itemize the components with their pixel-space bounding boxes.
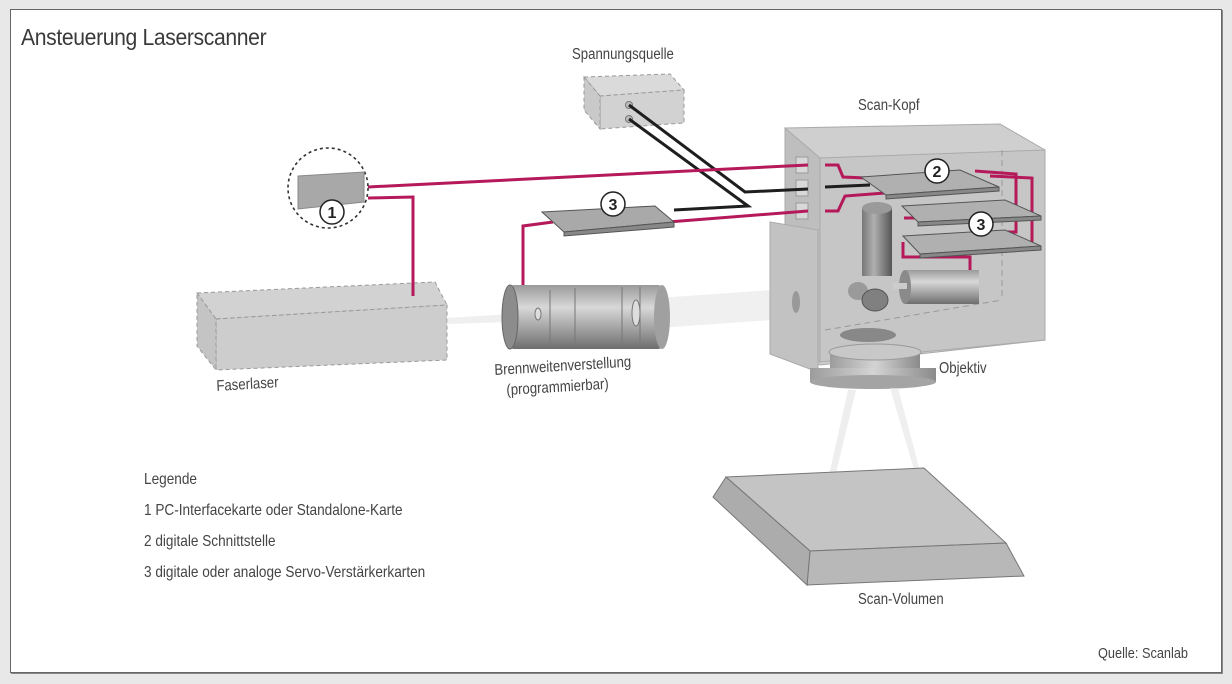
scan-head-cards	[859, 169, 1042, 259]
badge-servo-card-external: 3	[600, 191, 626, 217]
legend-heading: Legende	[144, 471, 197, 488]
label-fiber-laser: Faserlaser	[216, 374, 279, 395]
objective-lens	[810, 343, 936, 389]
legend-item: 1 PC-Interfacekarte oder Standalone-Kart…	[144, 502, 403, 519]
label-power-supply: Spannungsquelle	[572, 46, 674, 63]
pc-interface-card	[287, 147, 369, 229]
laser-beam	[447, 288, 800, 330]
legend-item: 2 digitale Schnittstelle	[144, 533, 276, 550]
page-title: Ansteuerung Laserscanner	[21, 24, 267, 50]
svg-text:3: 3	[609, 197, 618, 214]
source-credit: Quelle: Scanlab	[1098, 645, 1189, 662]
label-scan-volume: Scan-Volumen	[858, 591, 944, 608]
focus-adjust-unit	[501, 284, 670, 350]
servo-card-external	[540, 205, 676, 237]
fiber-laser-box	[196, 281, 448, 372]
svg-text:3: 3	[977, 217, 986, 234]
legend: Legende 1 PC-Interfacekarte oder Standal…	[144, 471, 475, 595]
label-scan-head: Scan-Kopf	[858, 97, 920, 114]
power-supply-box	[582, 73, 686, 131]
legend-item: 3 digitale oder analoge Servo-Verstärker…	[144, 564, 426, 581]
badge-digital-interface: 2	[924, 158, 950, 184]
power-lines	[628, 103, 871, 212]
badge-servo-card-head: 3	[968, 211, 994, 237]
scan-volume	[712, 467, 1025, 587]
galvo-motors	[848, 202, 979, 312]
badge-pc-card: 1	[319, 199, 345, 225]
label-objective: Objektiv	[939, 360, 987, 377]
svg-text:2: 2	[933, 164, 942, 181]
svg-text:1: 1	[328, 205, 337, 222]
